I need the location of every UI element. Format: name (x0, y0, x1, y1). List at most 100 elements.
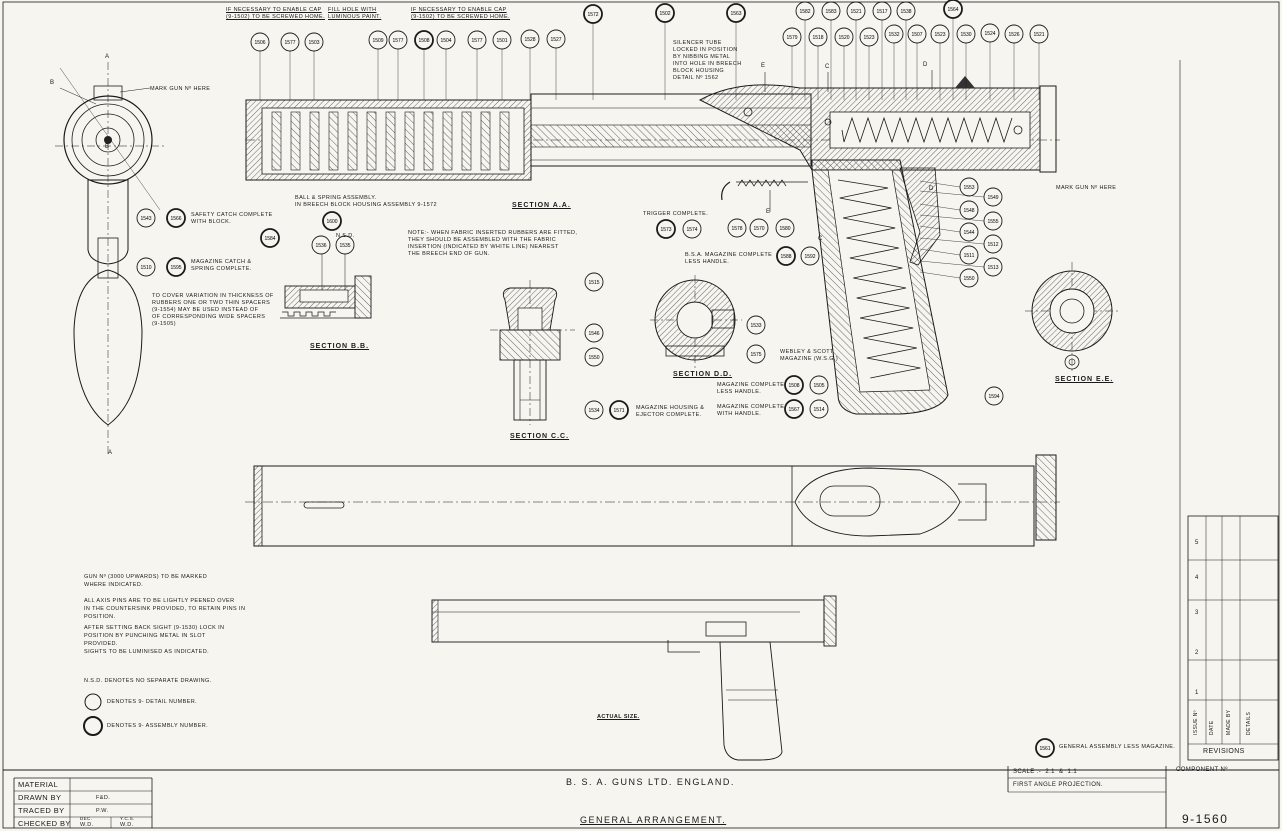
tb-projection: FIRST ANGLE PROJECTION. (1013, 782, 1104, 788)
tb-drawn-value: F&D. (96, 795, 111, 801)
part-bubble-1567: 1567 (784, 399, 804, 419)
part-bubble-1544: 1544 (959, 222, 979, 242)
svg-text:1512: 1512 (987, 242, 998, 248)
svg-text:1506: 1506 (254, 40, 265, 46)
svg-text:1583: 1583 (825, 9, 836, 15)
part-bubble-1524: 1524 (980, 23, 1000, 43)
part-bubble-1513: 1513 (983, 257, 1003, 277)
part-bubble-1582: 1582 (795, 1, 815, 21)
part-bubble-1548: 1548 (959, 200, 979, 220)
part-bubble-1505: 1505 (809, 375, 829, 395)
rev-header-3: DETAILS (1246, 711, 1252, 735)
part-bubble-1508: 1508 (784, 375, 804, 395)
svg-text:1521: 1521 (1033, 32, 1044, 38)
part-bubble-1570: 1570 (749, 218, 769, 238)
part-bubble-1573: 1573 (656, 219, 676, 239)
svg-text:1574: 1574 (686, 227, 697, 233)
part-bubble-1521: 1521 (1029, 24, 1049, 44)
note-nsd: N.S.D. DENOTES NO SEPARATE DRAWING. (84, 678, 212, 684)
rev-header-0: ISSUE Nº (1193, 709, 1199, 735)
legend-assembly-symbol (83, 716, 103, 736)
part-bubble-1534: 1534 (584, 400, 604, 420)
section-cc-label: SECTION C.C. (510, 433, 570, 440)
part-bubble-1575: 1575 (746, 344, 766, 364)
part-bubble-1550: 1550 (584, 347, 604, 367)
part-bubble-1563: 1563 (726, 3, 746, 23)
svg-text:1592: 1592 (804, 254, 815, 260)
svg-text:1523: 1523 (934, 32, 945, 38)
section-aa-drawing (245, 70, 1060, 415)
part-bubble-1527: 1527 (546, 29, 566, 49)
callout-mag-less-handle: MAGAZINE COMPLETE LESS HANDLE. (717, 382, 785, 395)
part-bubble-1536: 1536 (311, 235, 331, 255)
callout-magazine-catch: MAGAZINE CATCH & SPRING COMPLETE. (191, 259, 252, 272)
part-bubble-1530: 1530 (956, 24, 976, 44)
svg-text:1579: 1579 (786, 35, 797, 41)
svg-text:1544: 1544 (963, 230, 974, 236)
svg-text:1553: 1553 (963, 185, 974, 191)
svg-text:1504: 1504 (440, 38, 451, 44)
part-bubble-1577: 1577 (467, 30, 487, 50)
note-cap-screwed-1: IF NECESSARY TO ENABLE CAP (9-1502) TO B… (226, 7, 326, 20)
svg-text:1521: 1521 (850, 9, 861, 15)
plan-view-drawing (245, 454, 1060, 547)
part-bubble-1574: 1574 (682, 219, 702, 239)
part-bubble-1595: 1595 (166, 257, 186, 277)
note-back-sight: AFTER SETTING BACK SIGHT (9-1530) LOCK I… (84, 625, 225, 655)
svg-text:1510: 1510 (140, 265, 151, 271)
callout-trigger: TRIGGER COMPLETE. (643, 211, 709, 217)
part-bubble-1579: 1579 (782, 27, 802, 47)
svg-text:1524: 1524 (984, 31, 995, 37)
part-bubble-1578: 1578 (727, 218, 747, 238)
part-bubble-1501: 1501 (492, 30, 512, 50)
callout-silencer-tube: SILENCER TUBE LOCKED IN POSITION BY NIBB… (673, 40, 742, 81)
part-bubble-1510: 1510 (136, 257, 156, 277)
part-bubble-1502: 1502 (655, 3, 675, 23)
rev-issue-1: 1 (1195, 690, 1199, 696)
svg-text:1580: 1580 (779, 226, 790, 232)
svg-text:1515: 1515 (588, 280, 599, 286)
section-cc-drawing (490, 280, 575, 425)
bb-nsd-tag: N.S.D. (336, 233, 355, 239)
svg-text:1578: 1578 (731, 226, 742, 232)
section-letter-c-top: C (825, 64, 830, 70)
svg-text:1517: 1517 (876, 9, 887, 15)
tb-material-label: MATERIAL (18, 780, 59, 789)
section-letter-e-top: E (761, 63, 766, 69)
legend-detail-text: DENOTES 9- DETAIL NUMBER. (107, 699, 198, 705)
part-bubble-1514: 1514 (809, 399, 829, 419)
label-actual-size: ACTUAL SIZE. (597, 714, 640, 720)
svg-text:1527: 1527 (550, 37, 561, 43)
svg-text:1507: 1507 (911, 32, 922, 38)
part-bubble-1546: 1546 (584, 323, 604, 343)
svg-text:1518: 1518 (812, 35, 823, 41)
svg-text:1577: 1577 (284, 40, 295, 46)
svg-text:1543: 1543 (140, 216, 151, 222)
tb-drawn-label: DRAWN BY (18, 793, 62, 802)
part-bubble-1523: 1523 (930, 24, 950, 44)
section-letter-b-right: B (105, 144, 110, 150)
svg-text:1571: 1571 (613, 408, 624, 414)
svg-text:1555: 1555 (987, 219, 998, 225)
part-bubble-1580: 1580 (775, 218, 795, 238)
part-bubble-1517: 1517 (872, 1, 892, 21)
note-fill-hole: FILL HOLE WITH LUMINOUS PAINT. (328, 7, 382, 20)
svg-text:1600: 1600 (326, 219, 337, 225)
section-ee-drawing (1025, 262, 1120, 372)
section-letter-a-bottom: A (108, 450, 113, 456)
svg-text:1550: 1550 (588, 355, 599, 361)
legend-detail-symbol (84, 693, 102, 711)
part-bubble-1523: 1523 (859, 27, 879, 47)
svg-text:1505: 1505 (813, 383, 824, 389)
tb-ycs-label: Y.C.S. (120, 816, 135, 821)
section-letter-d-top: D (923, 62, 928, 68)
svg-text:1509: 1509 (372, 38, 383, 44)
callout-safety-catch: SAFETY CATCH COMPLETE WITH BLOCK. (191, 212, 273, 225)
part-bubble-1538: 1538 (896, 1, 916, 21)
svg-text:1536: 1536 (315, 243, 326, 249)
actual-size-drawing (431, 595, 837, 761)
tb-component-label: COMPONENT Nº (1176, 767, 1228, 773)
tb-component-number: 9-1560 (1182, 812, 1229, 826)
svg-text:1550: 1550 (963, 276, 974, 282)
part-bubble-1588: 1588 (776, 246, 796, 266)
